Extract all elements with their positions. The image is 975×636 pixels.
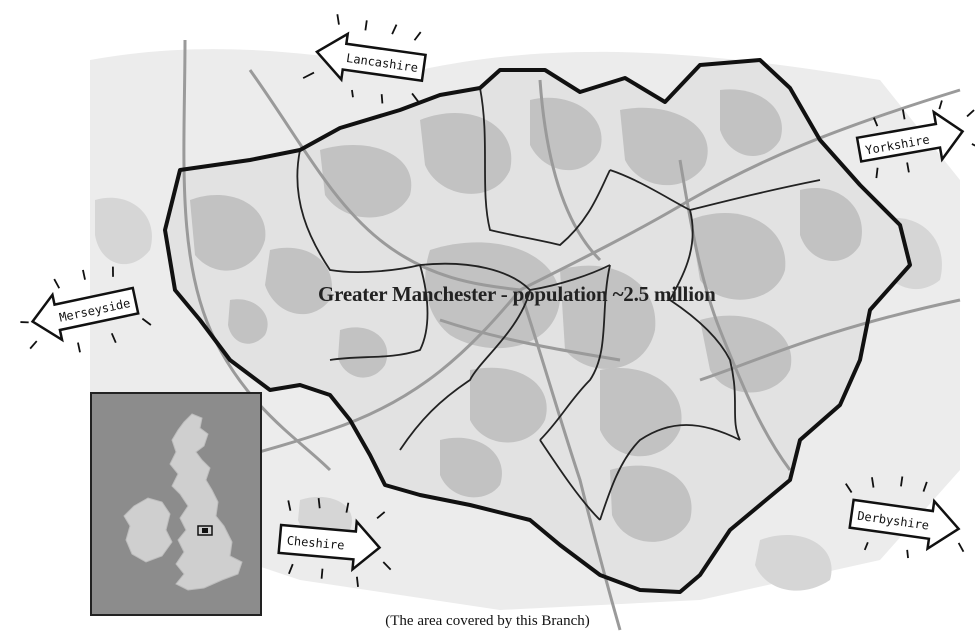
great-britain-shape (169, 413, 243, 591)
merseyside-emphasis-strokes (20, 266, 152, 353)
cheshire-emphasis-strokes (287, 498, 392, 587)
lancashire-arrow: Lancashire (302, 14, 427, 104)
lancashire-emphasis-strokes (302, 14, 422, 104)
map-caption: (The area covered by this Branch) (385, 613, 590, 629)
county-boundary (163, 58, 912, 594)
uk-locator-inset (90, 392, 262, 616)
borough-boundaries (296, 87, 821, 521)
cheshire-arrow: Cheshire (277, 498, 392, 587)
location-marker (197, 525, 213, 536)
urban-areas (190, 89, 862, 542)
yorkshire-emphasis-strokes (872, 100, 975, 179)
map-title: Greater Manchester - population ~2.5 mil… (318, 282, 716, 306)
derbyshire-emphasis-strokes (845, 476, 965, 559)
yorkshire-arrow: Yorkshire (855, 100, 975, 179)
ireland-shape (123, 497, 173, 563)
location-marker-fill (202, 528, 208, 533)
uk-locator-map-icon (123, 413, 243, 591)
derbyshire-arrow: Derbyshire (845, 476, 965, 559)
cheshire-label: Cheshire (286, 534, 345, 553)
